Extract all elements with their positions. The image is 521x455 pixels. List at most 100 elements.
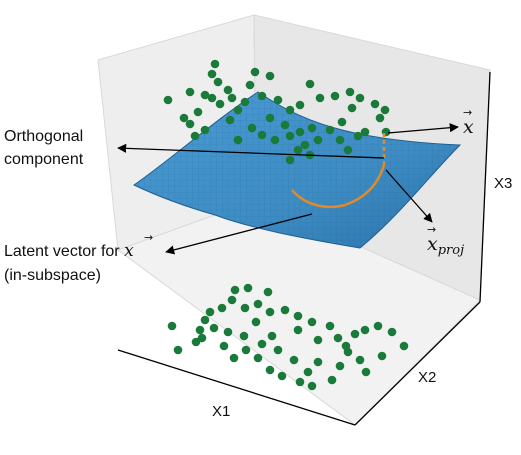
floor-point xyxy=(293,325,303,335)
data-point xyxy=(257,130,267,140)
floor-point xyxy=(325,321,335,331)
xproj-subscript: proj xyxy=(438,243,464,258)
data-point xyxy=(227,93,237,103)
floor-point xyxy=(217,303,227,313)
x-symbol: x xyxy=(463,116,474,138)
floor-point xyxy=(333,333,343,343)
data-point xyxy=(300,140,310,150)
data-point xyxy=(307,123,317,133)
data-point xyxy=(335,135,345,145)
floor-scatter xyxy=(167,283,409,391)
data-point xyxy=(240,97,250,107)
floor-point xyxy=(241,345,251,355)
data-point xyxy=(330,91,340,101)
latent-label-line2: (in-subspace) xyxy=(4,267,101,284)
x-vector-label: → x xyxy=(463,106,474,138)
data-point xyxy=(345,87,355,97)
data-point xyxy=(265,113,275,123)
x-vec-arrow: → xyxy=(463,106,472,119)
data-scatter xyxy=(163,59,391,165)
floor-point xyxy=(267,331,277,341)
data-point xyxy=(270,135,280,145)
floor-point xyxy=(295,377,305,387)
xproj-label: → xproj xyxy=(427,223,464,258)
floor-point xyxy=(273,345,283,355)
data-point xyxy=(360,127,370,137)
projection-curves xyxy=(291,133,386,209)
data-point xyxy=(185,119,195,129)
floor-point xyxy=(307,381,317,391)
floor-point xyxy=(195,325,205,335)
data-point xyxy=(223,85,233,95)
floor-point xyxy=(243,283,253,293)
floor-point xyxy=(251,317,261,327)
data-point xyxy=(215,99,225,109)
data-point xyxy=(315,93,325,103)
floor-point xyxy=(191,337,201,347)
data-point xyxy=(370,99,380,109)
floor-point xyxy=(209,323,219,333)
data-point xyxy=(347,103,357,113)
data-point xyxy=(285,105,295,115)
floor-point xyxy=(277,371,287,381)
floor-point xyxy=(223,327,233,337)
arrows xyxy=(117,123,459,255)
floor-point xyxy=(265,365,275,375)
floor-point xyxy=(230,285,240,295)
data-point xyxy=(190,131,200,141)
xproj-symbol: xproj xyxy=(427,233,464,258)
data-point xyxy=(295,127,305,137)
data-point xyxy=(273,95,283,105)
x2-axis-line xyxy=(354,301,481,426)
latent-curve xyxy=(291,164,386,209)
floor-point xyxy=(173,345,183,355)
floor-point xyxy=(355,355,365,365)
floor-point xyxy=(219,341,229,351)
latent-label-symbol: x xyxy=(124,241,134,261)
floor-point xyxy=(313,357,323,367)
floor-point xyxy=(327,375,337,385)
floor-point xyxy=(265,307,275,317)
floor-point xyxy=(399,341,409,351)
data-point xyxy=(245,80,255,90)
floor-point xyxy=(205,307,215,317)
data-point xyxy=(233,105,243,115)
data-point xyxy=(285,131,295,141)
x1-axis-label: X1 xyxy=(212,403,230,420)
data-point xyxy=(293,145,303,155)
floor-point xyxy=(313,335,323,345)
data-point xyxy=(207,93,217,103)
data-point xyxy=(325,125,335,135)
orthogonal-label-line1: Orthogonal xyxy=(4,128,83,145)
floor-point xyxy=(373,321,383,331)
floor-point xyxy=(227,295,237,305)
data-point xyxy=(200,90,210,100)
data-point xyxy=(305,79,315,89)
data-point xyxy=(233,135,243,145)
floor-point xyxy=(307,317,317,327)
data-point xyxy=(265,71,275,81)
data-point xyxy=(313,135,323,145)
axis-lines xyxy=(117,71,491,426)
arrow-latent xyxy=(165,213,313,255)
data-point xyxy=(257,91,267,101)
floor-point xyxy=(303,367,313,377)
data-point xyxy=(285,155,295,165)
floor-point xyxy=(289,355,299,365)
data-point xyxy=(355,93,365,103)
arrow-xproj xyxy=(385,169,433,223)
floor-point xyxy=(343,347,353,357)
data-point xyxy=(280,120,290,130)
floor-point xyxy=(200,315,210,325)
floor-point xyxy=(167,321,177,331)
xproj-vec-arrow: → xyxy=(427,223,436,236)
arrow-x xyxy=(387,123,459,134)
floor-point xyxy=(280,305,290,315)
floor-point xyxy=(350,329,360,339)
floor-point xyxy=(293,311,303,321)
xproj-x: x xyxy=(427,233,438,255)
latent-label-line1: Latent vector for x xyxy=(4,241,134,261)
floor-point xyxy=(229,353,239,363)
data-point xyxy=(225,115,235,125)
